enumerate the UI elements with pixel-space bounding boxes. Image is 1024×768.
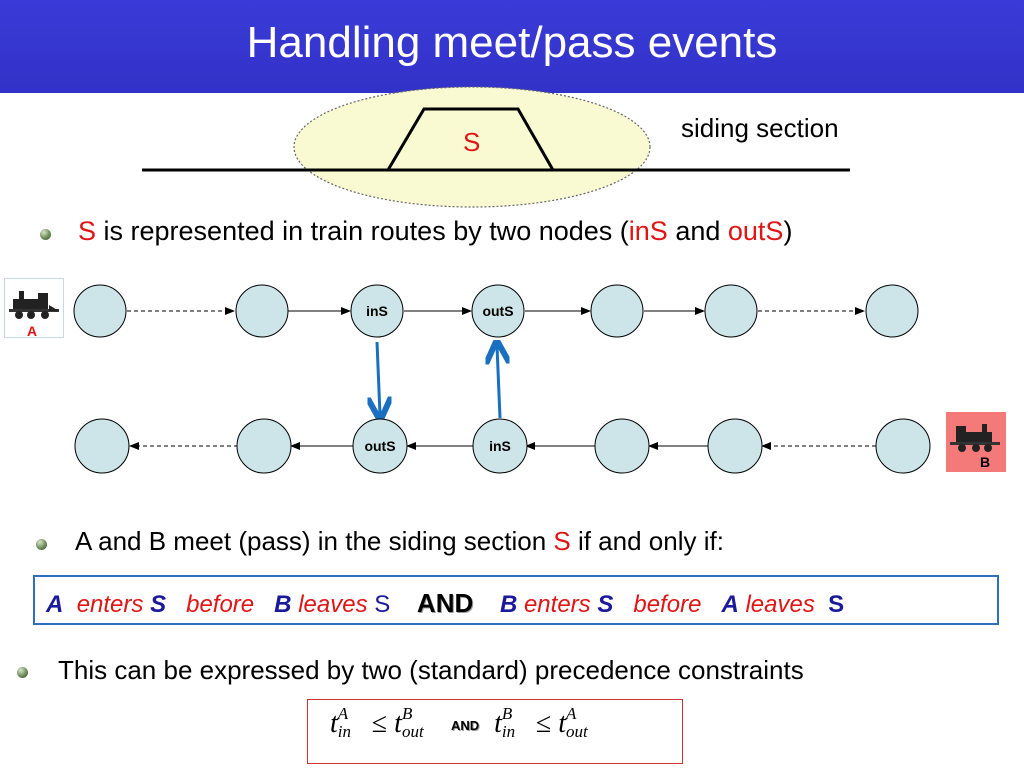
formula-t2: t xyxy=(394,708,402,739)
bullet-2-rest: if and only if: xyxy=(570,526,724,556)
route-a-node xyxy=(704,284,758,338)
condition-box xyxy=(33,575,999,625)
route-a-node xyxy=(590,284,644,338)
formula-sub-in1: in xyxy=(337,722,352,741)
bullet-1-text: S is represented in train routes by two … xyxy=(78,216,792,247)
cond-b2: B xyxy=(499,591,518,618)
bullet-dot xyxy=(17,667,28,678)
locomotive-icon xyxy=(9,291,59,319)
bullet-2-main: A and B meet (pass) in the siding sectio… xyxy=(75,526,554,556)
cond-s1: S xyxy=(150,591,167,618)
outs-term: outS xyxy=(727,216,784,246)
condition-text: A enters S before B leaves S AND B enter… xyxy=(46,588,844,619)
bullet-3-text: This can be expressed by two (standard) … xyxy=(58,655,804,685)
cond-s4: S xyxy=(828,591,845,618)
formula-t3: t xyxy=(494,708,502,739)
route-b-outs-label: outS xyxy=(364,438,395,454)
train-b-label: B xyxy=(980,454,991,470)
formula-sup-b2: B xyxy=(501,704,513,723)
slide-title: Handling meet/pass events xyxy=(246,18,778,67)
bullet-1-close: ) xyxy=(783,216,793,246)
formula-sup-a2: A xyxy=(566,704,577,723)
bullet-dot xyxy=(36,539,47,550)
route-graph: inS outS outS inS xyxy=(73,284,931,474)
cond-and: AND xyxy=(416,588,474,618)
bullet-1-and: and xyxy=(667,216,728,246)
route-a-node xyxy=(865,284,919,338)
formula-box xyxy=(307,699,683,764)
route-b-node xyxy=(707,418,763,474)
route-a-ins-label: inS xyxy=(366,303,388,319)
cond-a1: A xyxy=(46,591,64,618)
cond-s2: S xyxy=(374,591,391,618)
precedence-arrow-up xyxy=(497,346,500,419)
route-b-node xyxy=(875,418,931,474)
siding-track xyxy=(386,107,555,171)
bullet-2-text: A and B meet (pass) in the siding sectio… xyxy=(75,526,724,557)
cond-before2: before xyxy=(633,591,702,618)
route-b-ins-label: inS xyxy=(489,438,511,454)
siding-s-label: S xyxy=(463,127,481,157)
formula-sup-b1: B xyxy=(401,704,413,723)
precedence-arrow-down xyxy=(377,341,380,415)
cond-enters2: enters xyxy=(523,591,591,618)
formula-and: AND xyxy=(450,718,480,734)
cond-s3: S xyxy=(597,591,614,618)
route-b-node xyxy=(236,418,292,474)
cond-enters1: enters xyxy=(76,591,144,618)
route-b-node-outs xyxy=(352,418,408,474)
train-a-label: A xyxy=(27,323,38,339)
formula-t4: t xyxy=(558,708,567,739)
formula-t1: t xyxy=(330,708,338,739)
formula-leq1: ≤ xyxy=(371,708,388,739)
ins-term: inS xyxy=(628,216,668,246)
cond-before1: before xyxy=(186,591,255,618)
formula-sub-out1: out xyxy=(401,722,424,741)
title-bar xyxy=(0,0,1024,93)
bullet-1-main: is represented in train routes by two no… xyxy=(96,216,629,246)
locomotive-icon xyxy=(950,424,1000,452)
route-a-node xyxy=(73,284,127,338)
route-b-node-ins xyxy=(472,418,528,474)
cond-b1: B xyxy=(274,591,292,618)
route-a-node xyxy=(235,284,289,338)
cond-leaves2: leaves xyxy=(745,591,815,618)
s-term: S xyxy=(78,216,97,246)
route-a-outs-label: outS xyxy=(482,303,513,319)
route-b-node xyxy=(594,418,650,474)
cond-leaves1: leaves xyxy=(298,591,368,618)
siding-ellipse xyxy=(293,86,651,208)
train-a-icon xyxy=(4,278,64,338)
formula-sub-out2: out xyxy=(566,722,588,741)
route-b-node xyxy=(74,418,130,474)
formula-leq2: ≤ xyxy=(535,708,552,739)
siding-section-label: siding section xyxy=(681,113,839,143)
cond-a2: A xyxy=(721,591,739,618)
train-b-icon xyxy=(946,412,1006,472)
siding-diagram xyxy=(142,86,850,208)
bullet-dot xyxy=(40,229,51,240)
s-term: S xyxy=(553,526,571,556)
route-a-node-outs xyxy=(471,284,525,338)
formula-sup-a1: A xyxy=(337,704,349,723)
route-a-node-ins xyxy=(350,284,404,338)
formula-sub-in2: in xyxy=(501,722,516,741)
